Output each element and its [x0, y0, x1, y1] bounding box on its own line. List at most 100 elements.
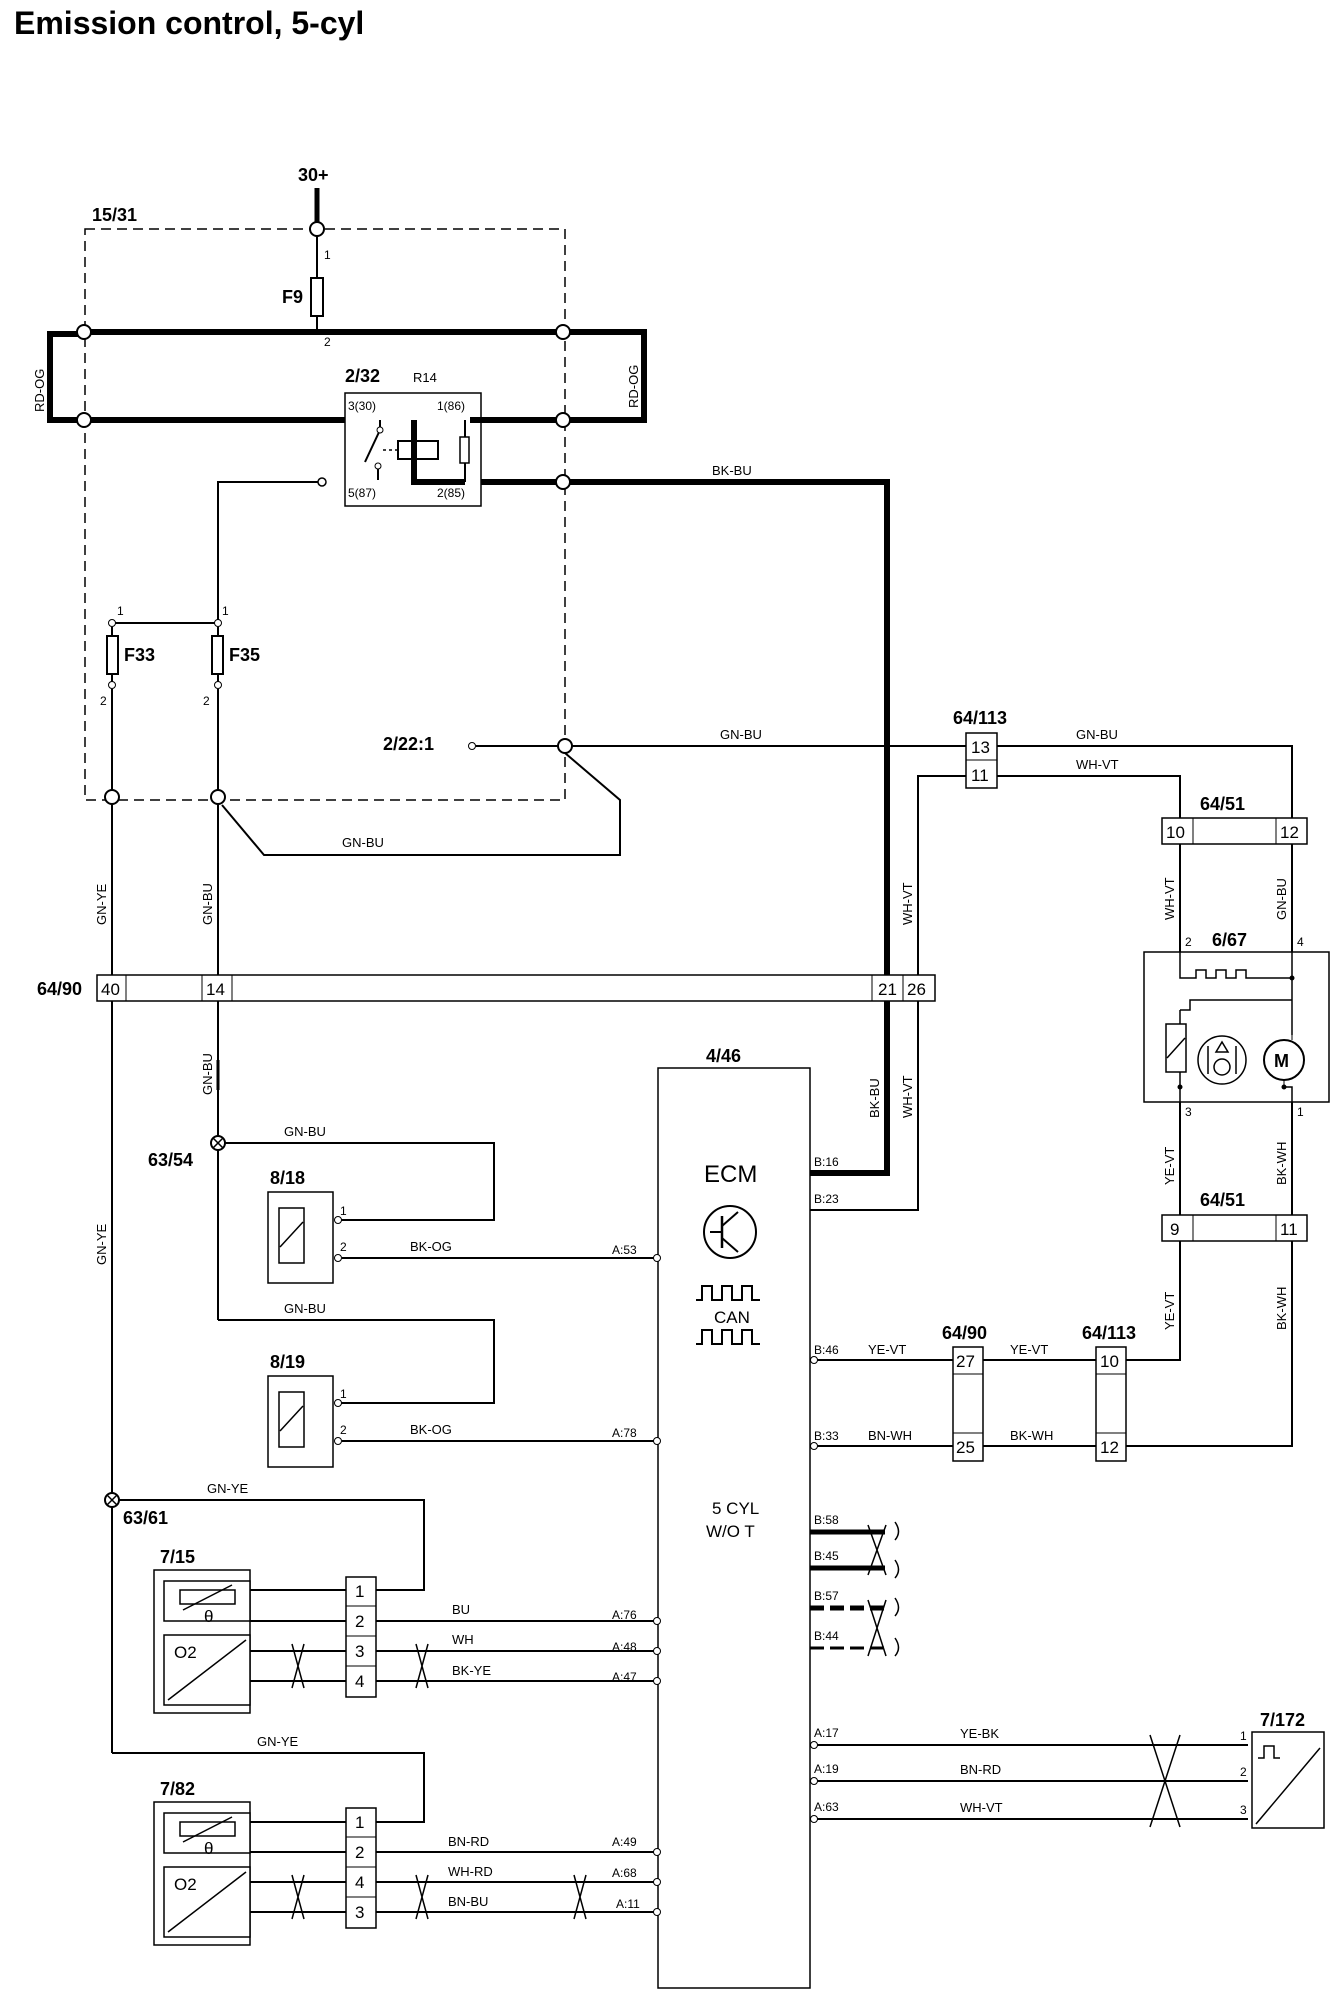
- ecm-name: ECM: [704, 1161, 757, 1188]
- svg-text:4: 4: [1297, 935, 1304, 949]
- svg-text:GN-BU: GN-BU: [720, 727, 762, 742]
- relay-coil: [397, 440, 439, 460]
- can-label: CAN: [714, 1308, 750, 1327]
- relay-name: R14: [413, 370, 437, 385]
- terminal: [555, 412, 571, 428]
- svg-text:GN-BU: GN-BU: [1076, 727, 1118, 742]
- fuse-f9: [310, 277, 324, 317]
- svg-text:7/172: 7/172: [1260, 1710, 1305, 1730]
- svg-text:1: 1: [340, 1204, 347, 1218]
- svg-text:2: 2: [355, 1612, 364, 1631]
- svg-text:11: 11: [971, 766, 989, 785]
- sensor-7-82-connector: [345, 1807, 377, 1929]
- fuse-f33: [106, 635, 119, 675]
- svg-text:64/90: 64/90: [942, 1323, 987, 1343]
- svg-text:WH-VT: WH-VT: [960, 1800, 1003, 1815]
- svg-text:YE-VT: YE-VT: [1162, 1147, 1177, 1185]
- svg-text:W/O T: W/O T: [706, 1522, 755, 1541]
- connector-label: 64/90: [37, 979, 82, 999]
- svg-text:GN-BU: GN-BU: [1274, 878, 1289, 920]
- svg-text:7/82: 7/82: [160, 1779, 195, 1799]
- ground-point-label: 2/22:1: [383, 734, 434, 754]
- svg-text:3: 3: [355, 1903, 364, 1922]
- svg-text:4: 4: [355, 1873, 364, 1892]
- svg-text:GN-YE: GN-YE: [257, 1734, 299, 1749]
- svg-text:YE-VT: YE-VT: [1162, 1292, 1177, 1330]
- can-signal-icon: [696, 1285, 760, 1301]
- svg-text:GN-BU: GN-BU: [284, 1124, 326, 1139]
- terminal: [555, 324, 571, 340]
- splice-label: 63/54: [148, 1150, 193, 1170]
- svg-text:27: 27: [956, 1352, 975, 1371]
- fuse-box-label: 15/31: [92, 205, 137, 225]
- connector-label: 64/51: [1200, 794, 1245, 814]
- sensor-7-15-connector: [345, 1576, 377, 1698]
- relay-switch: [364, 429, 381, 463]
- svg-text:1: 1: [1297, 1105, 1304, 1119]
- pin-label: 1: [324, 248, 331, 262]
- svg-text:θ: θ: [204, 1607, 213, 1626]
- svg-text:B:58: B:58: [814, 1513, 839, 1527]
- pressure-sensor-icon: [1197, 1035, 1247, 1085]
- svg-text:21: 21: [878, 980, 897, 999]
- relay-pin: 5(87): [348, 486, 376, 500]
- svg-text:10: 10: [1166, 823, 1185, 842]
- svg-text:BK-WH: BK-WH: [1274, 1142, 1289, 1185]
- svg-text:BK-WH: BK-WH: [1010, 1428, 1053, 1443]
- connector-64-51-bottom: [1161, 1214, 1308, 1242]
- wire-bk-bu: [481, 479, 890, 1176]
- svg-text:2: 2: [340, 1423, 347, 1437]
- svg-text:θ: θ: [204, 1839, 213, 1858]
- svg-text:1: 1: [222, 604, 229, 618]
- svg-text:BN-RD: BN-RD: [960, 1762, 1001, 1777]
- svg-text:BN-BU: BN-BU: [448, 1894, 488, 1909]
- fuse-label: F9: [282, 287, 303, 307]
- svg-text:A:11: A:11: [616, 1897, 640, 1911]
- relay-pin: 1(86): [437, 399, 465, 413]
- fuse-label: F33: [124, 645, 155, 665]
- svg-text:B:44: B:44: [814, 1629, 839, 1643]
- ecm-id: 4/46: [706, 1046, 741, 1066]
- svg-text:1: 1: [355, 1813, 364, 1832]
- svg-text:B:57: B:57: [814, 1589, 839, 1603]
- svg-text:YE-BK: YE-BK: [960, 1726, 999, 1741]
- diagram-title: Emission control, 5-cyl: [14, 5, 364, 41]
- ecm-box: [657, 1067, 811, 1989]
- svg-text:YE-VT: YE-VT: [1010, 1342, 1048, 1357]
- heater-element: [1179, 952, 1293, 979]
- solenoid-icon: [278, 1207, 305, 1264]
- svg-text:O2: O2: [174, 1643, 197, 1662]
- svg-text:A:63: A:63: [814, 1800, 839, 1814]
- svg-text:25: 25: [956, 1438, 975, 1457]
- svg-text:14: 14: [206, 980, 225, 999]
- sensor-7-172: [1251, 1731, 1325, 1829]
- svg-text:2: 2: [355, 1843, 364, 1862]
- svg-text:64/51: 64/51: [1200, 1190, 1245, 1210]
- svg-text:12: 12: [1280, 823, 1299, 842]
- svg-text:GN-BU: GN-BU: [200, 1053, 215, 1095]
- svg-text:B:45: B:45: [814, 1549, 839, 1563]
- wire-color-label: RD-OG: [32, 369, 47, 412]
- svg-text:WH-VT: WH-VT: [900, 1075, 915, 1118]
- svg-text:GN-YE: GN-YE: [207, 1481, 249, 1496]
- relay-diode: [459, 436, 470, 464]
- svg-text:A:19: A:19: [814, 1762, 839, 1776]
- svg-text:A:68: A:68: [612, 1866, 637, 1880]
- svg-text:A:49: A:49: [612, 1835, 637, 1849]
- svg-text:B:46: B:46: [814, 1343, 839, 1357]
- svg-text:A:17: A:17: [814, 1726, 839, 1740]
- svg-text:11: 11: [1280, 1220, 1298, 1239]
- svg-text:2: 2: [203, 694, 210, 708]
- svg-text:BK-OG: BK-OG: [410, 1422, 452, 1437]
- terminal: [76, 412, 92, 428]
- svg-text:40: 40: [101, 980, 120, 999]
- relay-id: 2/32: [345, 366, 380, 386]
- svg-text:GN-BU: GN-BU: [342, 835, 384, 850]
- connector-64-51-top: [1161, 817, 1308, 845]
- wire-color-label: BK-BU: [867, 1078, 882, 1118]
- svg-text:GN-BU: GN-BU: [284, 1301, 326, 1316]
- svg-text:B:33: B:33: [814, 1429, 839, 1443]
- svg-text:WH: WH: [452, 1632, 474, 1647]
- svg-text:6/67: 6/67: [1212, 930, 1247, 950]
